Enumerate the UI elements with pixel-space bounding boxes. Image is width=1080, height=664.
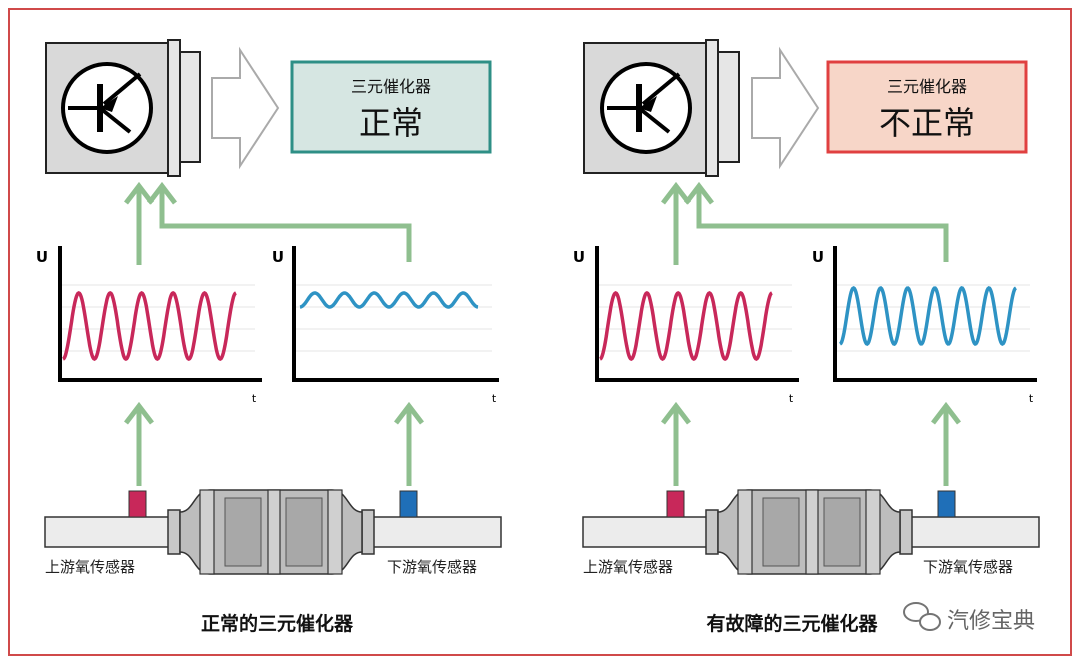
graph-ylabel: U bbox=[573, 248, 585, 266]
graph-ylabel: U bbox=[36, 248, 48, 266]
status-title: 三元催化器 bbox=[351, 77, 431, 96]
upstream-sensor-label: 上游氧传感器 bbox=[583, 558, 673, 576]
graph-xlabel: t bbox=[492, 392, 497, 405]
status-title: 三元催化器 bbox=[887, 77, 967, 96]
downstream-sensor-icon bbox=[399, 490, 418, 518]
ecu-unit bbox=[583, 39, 740, 177]
signal-line-downstream-ecu bbox=[159, 190, 412, 262]
graph-xlabel: t bbox=[1029, 392, 1034, 405]
signal-wave-upstream bbox=[599, 291, 773, 361]
signal-wave-downstream bbox=[299, 291, 479, 309]
outer-frame bbox=[8, 8, 1072, 656]
graph-ylabel: U bbox=[272, 248, 284, 266]
graph-upstream: U t bbox=[36, 246, 262, 405]
upstream-sensor-label: 上游氧传感器 bbox=[45, 558, 135, 576]
exhaust-assembly bbox=[582, 489, 1040, 575]
watermark: 汽修宝典 bbox=[903, 602, 1035, 634]
downstream-sensor-label: 下游氧传感器 bbox=[387, 558, 477, 576]
panel-normal: 三元催化器 正常 U t U t bbox=[36, 39, 502, 635]
status-value: 正常 bbox=[359, 104, 423, 142]
hollow-arrow-icon bbox=[751, 46, 820, 170]
signal-line-downstream-ecu bbox=[696, 190, 949, 262]
graph-downstream: U t bbox=[812, 246, 1037, 405]
panel-faulty: 三元催化器 不正常 U t U t bbox=[573, 39, 1040, 635]
graph-ylabel: U bbox=[812, 248, 824, 266]
downstream-sensor-label: 下游氧传感器 bbox=[923, 558, 1013, 576]
downstream-sensor-icon bbox=[937, 490, 956, 518]
signal-wave-downstream bbox=[839, 285, 1017, 347]
ecu-unit bbox=[45, 39, 201, 177]
graph-xlabel: t bbox=[789, 392, 794, 405]
watermark-text: 汽修宝典 bbox=[947, 609, 1035, 634]
hollow-arrow-icon bbox=[211, 46, 280, 170]
graph-downstream: U t bbox=[272, 246, 499, 405]
signal-wave-upstream bbox=[62, 291, 237, 361]
status-box: 三元催化器 不正常 bbox=[826, 60, 1028, 154]
graph-xlabel: t bbox=[252, 392, 257, 405]
upstream-sensor-icon bbox=[666, 490, 685, 518]
graph-upstream: U t bbox=[573, 246, 799, 405]
status-box: 三元催化器 正常 bbox=[290, 60, 492, 154]
panel-caption: 正常的三元催化器 bbox=[201, 612, 354, 635]
upstream-sensor-icon bbox=[128, 490, 147, 518]
exhaust-assembly bbox=[44, 489, 502, 575]
status-value: 不正常 bbox=[879, 104, 975, 142]
panel-caption: 有故障的三元催化器 bbox=[706, 612, 878, 635]
wechat-logo-icon bbox=[903, 602, 941, 631]
